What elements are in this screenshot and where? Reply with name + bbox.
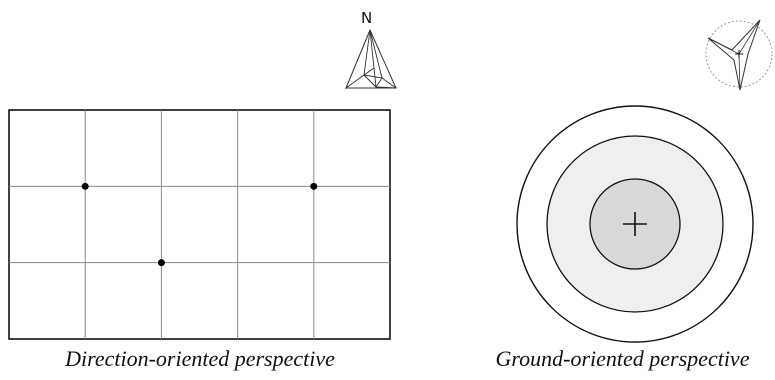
north-arrow-icon <box>344 28 397 90</box>
grid-map <box>8 109 391 340</box>
ground-compass-dashed-circle <box>705 20 773 88</box>
north-label: N <box>361 9 372 27</box>
grid-markers <box>81 182 318 267</box>
grid-frame <box>8 109 391 340</box>
ground-compass-inner-down <box>738 53 741 91</box>
right-caption: Ground-oriented perspective <box>495 346 750 371</box>
grid-marker-dot <box>81 182 89 190</box>
ground-compass-icon <box>705 19 773 91</box>
left-caption: Direction-oriented perspective <box>65 346 335 371</box>
grid-marker-dot <box>310 182 318 190</box>
north-arrow-inner-left <box>363 29 375 76</box>
center-crosshair-icon <box>623 212 647 236</box>
grid-marker-dot <box>157 259 165 267</box>
north-arrow-inner-fold <box>363 67 383 89</box>
north-arrow-outline <box>344 28 397 90</box>
